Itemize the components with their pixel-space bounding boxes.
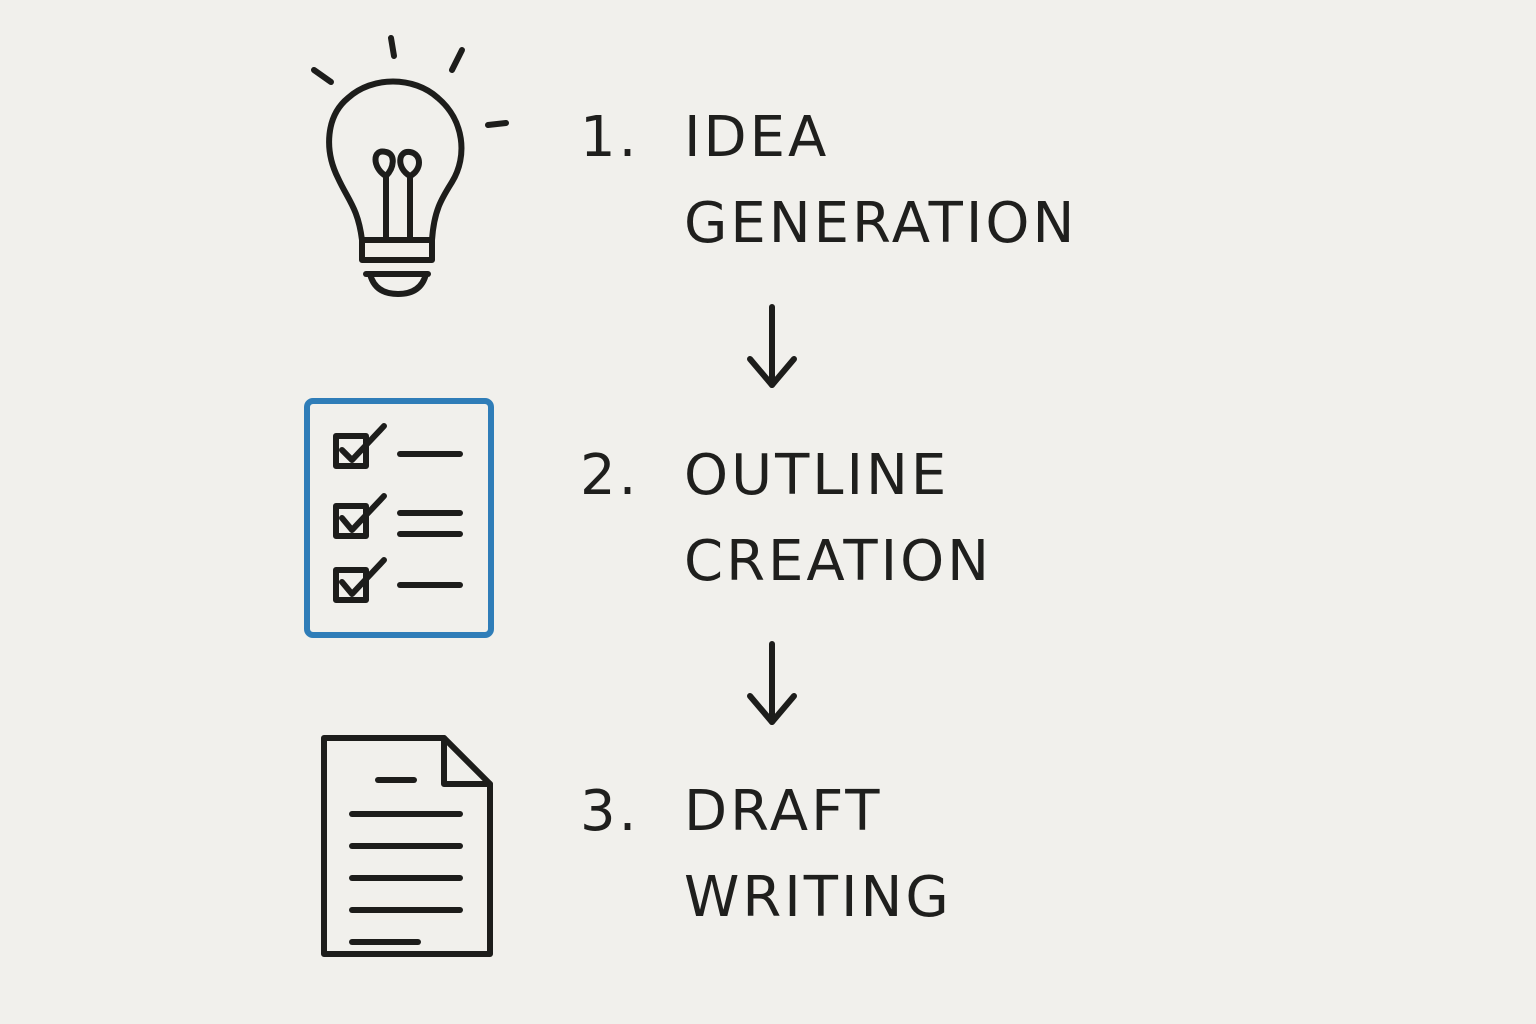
step-3-title-line1: DRAFT bbox=[684, 779, 883, 844]
document-icon bbox=[318, 732, 498, 962]
step-1-number: 1. bbox=[580, 105, 640, 170]
lightbulb-icon bbox=[300, 28, 520, 308]
step-2-number: 2. bbox=[580, 443, 640, 508]
down-arrow-icon bbox=[742, 640, 802, 732]
step-2-title-line2: CREATION bbox=[684, 529, 993, 594]
step-3-title-line2: WRITING bbox=[684, 865, 952, 930]
down-arrow-icon bbox=[742, 303, 802, 395]
step-2-title-line1: OUTLINE bbox=[684, 443, 950, 508]
step-1-title-line2: GENERATION bbox=[684, 191, 1078, 256]
step-1-title-line1: IDEA bbox=[684, 105, 830, 170]
checklist-icon bbox=[304, 398, 494, 638]
step-3-number: 3. bbox=[580, 779, 640, 844]
